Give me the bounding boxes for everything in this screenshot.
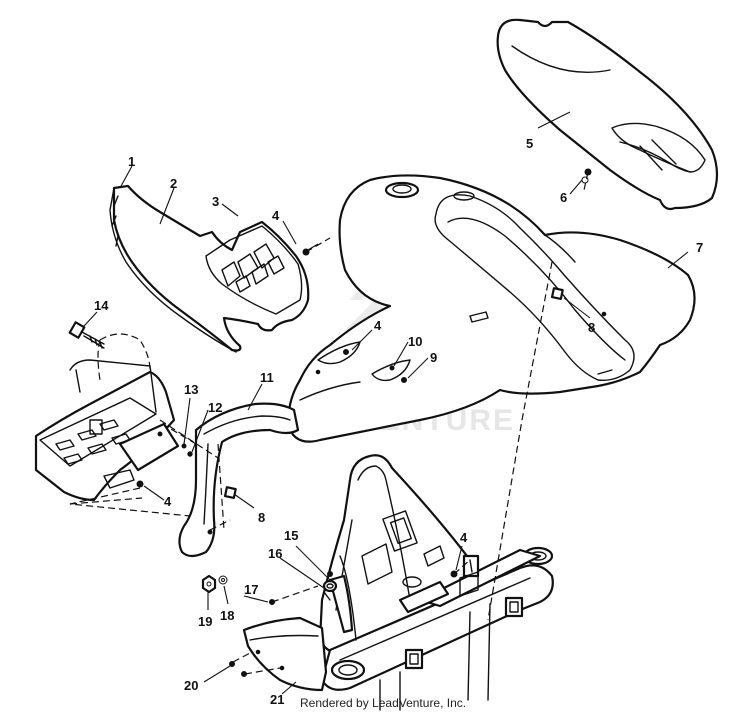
callout-8b: 8 [258, 510, 265, 525]
callout-10: 10 [408, 334, 422, 349]
part-15-16-hardware [327, 555, 357, 641]
assembly-dashed-lines [69, 171, 589, 675]
callout-7: 7 [696, 240, 703, 255]
part-19-nut [201, 574, 217, 594]
callout-4a: 4 [272, 208, 280, 223]
callout-12: 12 [208, 400, 222, 415]
part-7-rear-fender-body [287, 174, 696, 443]
callout-2: 2 [170, 176, 177, 191]
callout-6: 6 [560, 190, 567, 205]
callout-20: 20 [184, 678, 198, 693]
callout-5: 5 [526, 136, 533, 151]
part-12-13-hardware [181, 443, 193, 457]
part-14-bolt [68, 321, 105, 349]
callout-leader-lines [83, 111, 689, 695]
part-8-clip-lower [223, 486, 237, 500]
callout-8a: 8 [588, 320, 595, 335]
callout-16: 16 [268, 546, 282, 561]
part-8-clip-upper [550, 287, 564, 301]
left-footrest-floorboard [34, 333, 180, 502]
render-credit: Rendered by LeadVenture, Inc. [300, 696, 467, 710]
callout-3: 3 [212, 194, 219, 209]
part-20-screws [229, 661, 247, 677]
callout-labels: 1 2 3 4 5 6 7 8 9 10 11 12 13 14 15 16 1… [94, 136, 703, 707]
callout-11: 11 [260, 370, 274, 385]
callout-4d: 4 [460, 530, 468, 545]
callout-21: 21 [270, 692, 284, 707]
callout-14: 14 [94, 298, 109, 313]
callout-13: 13 [184, 382, 198, 397]
callout-4b: 4 [374, 318, 382, 333]
part-5-rear-cover [496, 18, 719, 211]
callout-19: 19 [198, 614, 212, 629]
main-frame-lower [318, 454, 554, 711]
part-18-washer [218, 575, 228, 585]
callout-1: 1 [128, 154, 135, 169]
part-11-mud-flap [178, 402, 300, 558]
callout-4c: 4 [164, 494, 172, 509]
callout-9: 9 [430, 350, 437, 365]
part-4-screw-lower-left [136, 480, 144, 488]
callout-17: 17 [244, 582, 258, 597]
part-2-left-side-panel [109, 184, 310, 353]
callout-18: 18 [220, 608, 234, 623]
callout-15: 15 [284, 528, 298, 543]
part-21-skid-plate [242, 616, 328, 692]
